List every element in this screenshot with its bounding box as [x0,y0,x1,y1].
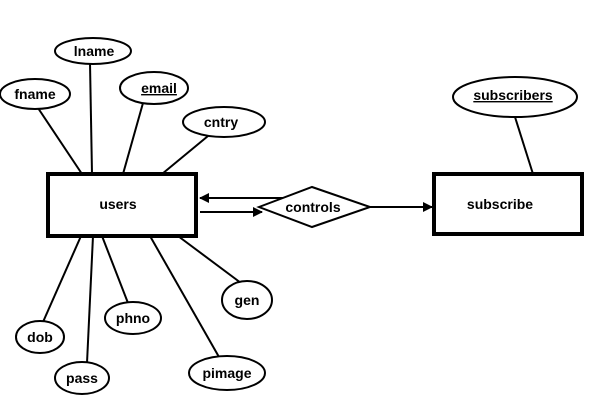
line-dob [42,235,82,323]
line-pass [86,235,94,364]
line-cntry [161,135,209,175]
line-fname [37,107,83,175]
connector-lines [37,62,534,364]
entity-subscribe-label: subscribe [467,196,533,212]
relationship-controls-label: controls [285,199,340,215]
entity-subscribe: subscribe [432,172,584,236]
attribute-email: email [119,71,189,105]
attribute-pass: pass [54,361,110,395]
attribute-lname: lname [54,37,132,65]
attribute-dob: dob [15,320,65,354]
line-pimage [149,235,220,358]
attribute-email-label: email [141,80,177,96]
attribute-fname: fname [0,78,71,110]
attribute-fname-label: fname [14,86,55,102]
attribute-gen-label: gen [235,292,260,308]
line-email [122,102,144,175]
attribute-phno: phno [104,301,162,335]
relationship-controls: controls [256,185,374,229]
attribute-cntry: cntry [182,106,266,138]
line-subscribers [514,116,534,175]
attribute-dob-label: dob [27,329,53,345]
attribute-subscribers: subscribers [452,76,578,118]
attribute-cntry-label: cntry [204,114,238,130]
attribute-subscribers-label: subscribers [473,87,553,103]
line-lname [89,62,93,175]
attribute-pass-label: pass [66,370,98,386]
attribute-pimage: pimage [188,355,266,391]
attribute-lname-label: lname [74,43,115,59]
entity-users: users [46,172,198,238]
line-gen [177,235,242,284]
line-phno [101,235,129,304]
attribute-pimage-label: pimage [202,365,251,381]
entity-users-label: users [99,196,137,212]
attribute-gen: gen [221,280,273,320]
attribute-phno-label: phno [116,310,150,326]
